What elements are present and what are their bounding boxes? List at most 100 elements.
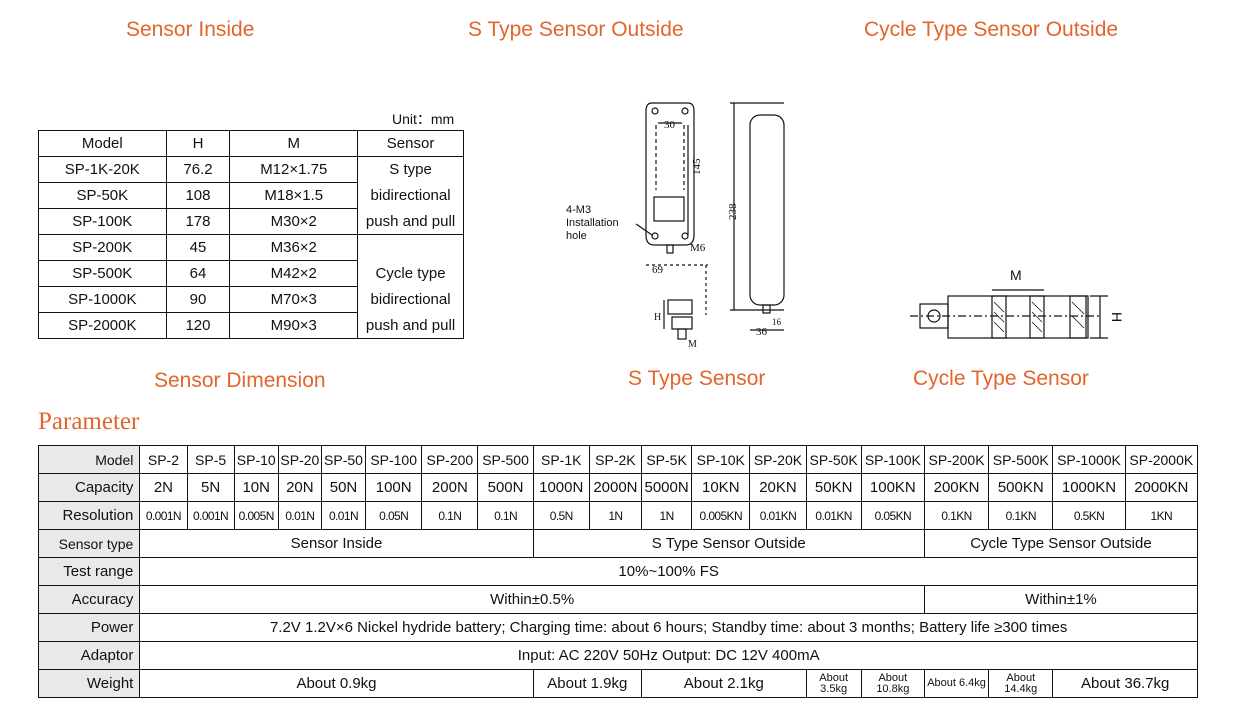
m-small-label: M (688, 339, 697, 350)
resolution-cell: 1KN (1124, 501, 1199, 530)
row-label: Weight (37, 669, 141, 698)
sensor-cell: Cycle type (357, 260, 464, 287)
weight-cell: About 1.9kg (532, 669, 643, 698)
table-row: Resolution 0.001N 0.001N 0.005N 0.01N 0.… (37, 501, 1199, 530)
capacity-cell: 10KN (691, 473, 751, 502)
model-cell: SP-500K (988, 445, 1054, 474)
resolution-cell: 0.001N (139, 501, 188, 530)
model-cell: SP-2 (139, 445, 188, 474)
model-cell: SP-100K (38, 208, 167, 235)
sensor-inside-heading: Sensor Inside (126, 18, 255, 41)
row-label: Capacity (37, 473, 141, 502)
cycle-type-outside-heading: Cycle Type Sensor Outside (864, 18, 1119, 41)
weight-cell: About 36.7kg (1052, 669, 1198, 698)
table-row: Model SP-2 SP-5 SP-10 SP-20 SP-50 SP-100… (37, 445, 1199, 474)
model-cell: SP-100K (860, 445, 925, 474)
m-cell: M36×2 (229, 234, 359, 261)
sensor-dimension-caption: Sensor Dimension (154, 369, 326, 392)
sensor-cell: push and pull (357, 312, 464, 339)
resolution-cell: 0.05KN (860, 501, 925, 530)
model-cell: SP-100 (365, 445, 423, 474)
s-type-sensor-caption: S Type Sensor (628, 367, 766, 390)
parameter-heading: Parameter (38, 408, 140, 435)
dim-36-label: 36 (756, 326, 768, 338)
h-cell: 178 (165, 208, 231, 235)
weight-cell: About 6.4kg (923, 669, 990, 698)
resolution-cell: 0.001N (186, 501, 235, 530)
resolution-cell: 0.01KN (749, 501, 807, 530)
resolution-cell: 1N (640, 501, 693, 530)
h-cell: 108 (165, 182, 231, 209)
resolution-cell: 0.1KN (988, 501, 1054, 530)
table-row: SP-2000K 120 M90×3 push and pull (38, 312, 464, 339)
model-cell: SP-2000K (1124, 445, 1199, 474)
cycle-type-sensor-drawing: M H (910, 267, 1125, 339)
resolution-cell: 0.01N (320, 501, 367, 530)
adaptor-cell: Input: AC 220V 50Hz Output: DC 12V 400mA (139, 641, 1198, 670)
row-label: Test range (37, 557, 141, 586)
model-cell: SP-200 (421, 445, 479, 474)
resolution-cell: 0.005N (233, 501, 279, 530)
capacity-cell: 50N (320, 473, 367, 502)
sensor-cell: bidirectional (357, 286, 464, 313)
resolution-cell: 0.1KN (923, 501, 990, 530)
table-row: Accuracy Within±0.5% Within±1% (37, 585, 1199, 614)
m-cell: M90×3 (229, 312, 359, 339)
accuracy-cell: Within±1% (923, 585, 1199, 614)
capacity-cell: 5N (186, 473, 235, 502)
capacity-cell: 20KN (749, 473, 807, 502)
model-cell: SP-10 (233, 445, 279, 474)
table-row: Adaptor Input: AC 220V 50Hz Output: DC 1… (37, 641, 1198, 670)
table-row: SP-1000K 90 M70×3 bidirectional (38, 286, 464, 313)
sensor-cell: S type (357, 156, 464, 183)
header-cell: Sensor (357, 130, 464, 157)
resolution-cell: 0.1N (421, 501, 479, 530)
table-row: Power 7.2V 1.2V×6 Nickel hydride battery… (37, 613, 1198, 642)
sensor-type-cell: Sensor Inside (139, 529, 534, 558)
h-cell: 64 (165, 260, 231, 287)
capacity-cell: 2000KN (1124, 473, 1199, 502)
model-cell: SP-1000K (38, 286, 167, 313)
table-row: SP-500K 64 M42×2 Cycle type (38, 260, 464, 287)
sensor-type-cell: Cycle Type Sensor Outside (923, 529, 1199, 558)
table-row: SP-50K 108 M18×1.5 bidirectional (38, 182, 464, 209)
resolution-cell: 0.1N (477, 501, 534, 530)
model-cell: SP-1000K (1052, 445, 1126, 474)
model-cell: SP-500K (38, 260, 167, 287)
cycle-h-label: H (1109, 312, 1125, 322)
m-cell: M42×2 (229, 260, 359, 287)
h-cell: 45 (165, 234, 231, 261)
model-cell: SP-10K (691, 445, 751, 474)
resolution-cell: 0.01KN (805, 501, 862, 530)
weight-cell: About 0.9kg (139, 669, 534, 698)
h-cell: 120 (165, 312, 231, 339)
capacity-cell: 500N (477, 473, 534, 502)
table-row: SP-1K-20K 76.2 M12×1.75 S type (38, 156, 464, 183)
header-cell: H (165, 130, 231, 157)
s-type-sensor-drawing: 30 145 238 69 36 16 M6 H M 4-M3 Installa… (566, 102, 785, 350)
model-cell: SP-200K (923, 445, 990, 474)
cycle-type-sensor-caption: Cycle Type Sensor (913, 367, 1089, 390)
table-row: Capacity 2N 5N 10N 20N 50N 100N 200N 500… (37, 473, 1199, 502)
capacity-cell: 20N (277, 473, 322, 502)
weight-cell: About 2.1kg (641, 669, 807, 698)
cycle-m-label: M (1010, 267, 1022, 283)
sensor-cell-blank (357, 234, 464, 261)
resolution-cell: 0.01N (277, 501, 322, 530)
h-cell: 76.2 (165, 156, 231, 183)
capacity-cell: 10N (233, 473, 279, 502)
resolution-cell: 0.5KN (1052, 501, 1126, 530)
sensor-cell: push and pull (357, 208, 464, 235)
model-cell: SP-2000K (38, 312, 167, 339)
capacity-cell: 200KN (923, 473, 990, 502)
capacity-cell: 500KN (988, 473, 1054, 502)
row-label: Power (37, 613, 141, 642)
h-small-label: H (654, 312, 661, 323)
install-hole-label-3: hole (566, 230, 587, 242)
model-cell: SP-50 (320, 445, 367, 474)
model-cell: SP-500 (477, 445, 534, 474)
row-label: Accuracy (37, 585, 141, 614)
dim-16-label: 16 (772, 317, 782, 327)
model-cell: SP-5 (186, 445, 235, 474)
sensor-cell: bidirectional (357, 182, 464, 209)
